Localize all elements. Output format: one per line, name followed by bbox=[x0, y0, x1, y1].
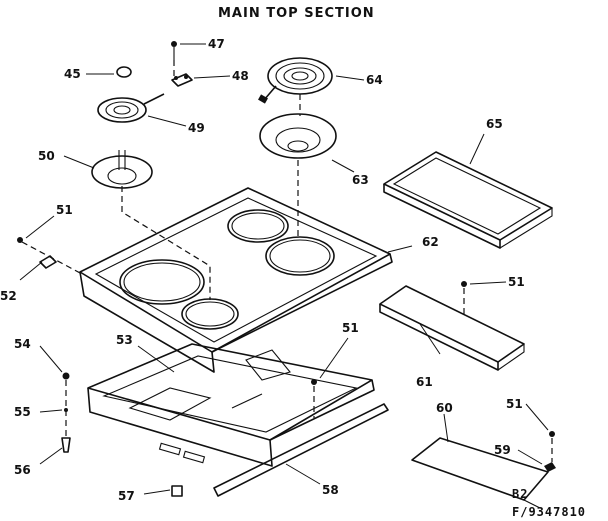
leader-lines bbox=[19, 43, 549, 495]
assembly-lines bbox=[21, 60, 553, 462]
callout-54: 54 bbox=[14, 337, 31, 351]
callout-51-right: 51 bbox=[506, 397, 523, 411]
footer-code-b2: B2 bbox=[512, 487, 528, 501]
front-trim-strip bbox=[213, 403, 389, 497]
callout-53: 53 bbox=[116, 333, 133, 347]
callout-64: 64 bbox=[366, 73, 383, 87]
screw-51-chassis bbox=[311, 379, 317, 385]
callout-58: 58 bbox=[322, 483, 339, 497]
cooktop-panel bbox=[79, 187, 393, 373]
callout-51-chassis: 51 bbox=[342, 321, 359, 335]
callout-57: 57 bbox=[118, 489, 135, 503]
drip-bowl-large bbox=[259, 113, 337, 159]
callout-55: 55 bbox=[14, 405, 31, 419]
terminal-block bbox=[171, 73, 193, 87]
screw-51-rail bbox=[461, 281, 467, 287]
callout-45: 45 bbox=[64, 67, 81, 81]
surface-element-large bbox=[258, 57, 333, 104]
callout-63: 63 bbox=[352, 173, 369, 187]
callout-50: 50 bbox=[38, 149, 55, 163]
screw-51-left bbox=[17, 237, 23, 243]
diagram-title: MAIN TOP SECTION bbox=[218, 6, 375, 21]
footer-code-part-number: F/9347810 bbox=[512, 505, 586, 519]
callout-51-rail: 51 bbox=[508, 275, 525, 289]
nut-54 bbox=[62, 372, 70, 380]
callout-47: 47 bbox=[208, 37, 225, 51]
rear-rail bbox=[379, 285, 525, 371]
callout-60: 60 bbox=[436, 401, 453, 415]
screw-47 bbox=[171, 41, 177, 60]
drip-bowl-small bbox=[91, 150, 153, 189]
surface-element-small bbox=[97, 93, 165, 123]
callout-51-left: 51 bbox=[56, 203, 73, 217]
knob-cap bbox=[116, 66, 132, 78]
callout-56: 56 bbox=[14, 463, 31, 477]
callout-52: 52 bbox=[0, 289, 17, 303]
clip-52 bbox=[39, 255, 57, 269]
chassis-box bbox=[87, 343, 375, 467]
callout-62: 62 bbox=[422, 235, 439, 249]
screw-51-right bbox=[549, 431, 555, 437]
callout-59: 59 bbox=[494, 443, 511, 457]
clip-59 bbox=[544, 462, 556, 472]
callout-48: 48 bbox=[232, 69, 249, 83]
callout-61: 61 bbox=[416, 375, 433, 389]
callout-49: 49 bbox=[188, 121, 205, 135]
bumper-57 bbox=[171, 485, 183, 497]
callout-65: 65 bbox=[486, 117, 503, 131]
bolt-56 bbox=[61, 437, 71, 453]
cover-panel bbox=[383, 151, 553, 249]
